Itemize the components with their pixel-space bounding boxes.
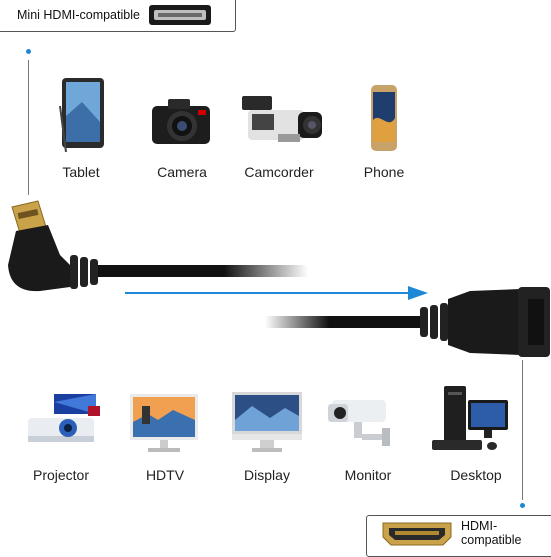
phone-label: Phone (363, 164, 405, 180)
tablet-label: Tablet (62, 164, 100, 180)
hdmi-port-icon (381, 521, 453, 547)
mini-hdmi-port-icon (148, 4, 212, 26)
top-dot (26, 49, 31, 54)
bottom-guide-line (522, 360, 523, 500)
hdmi-label: HDMI-compatible (461, 519, 522, 547)
hdtv-label: HDTV (145, 467, 185, 483)
display-icon (230, 390, 304, 456)
top-guide-line (28, 60, 29, 195)
desktop-label: Desktop (450, 467, 502, 483)
desktop-icon (428, 382, 512, 456)
projector-icon (24, 392, 104, 448)
camcorder-icon (238, 94, 328, 150)
tablet-icon (58, 76, 108, 154)
hdtv-icon (128, 392, 200, 454)
bottom-dot (520, 503, 525, 508)
camcorder-label: Camcorder (244, 164, 314, 180)
camera-icon (150, 96, 212, 148)
hdmi-tag: HDMI-compatible (366, 515, 551, 557)
camera-label: Camera (157, 164, 207, 180)
mini-hdmi-tag: Mini HDMI-compatible (0, 0, 236, 32)
display-label: Display (244, 467, 290, 483)
monitor-label: Monitor (344, 467, 392, 483)
monitor-icon (322, 392, 392, 452)
projector-label: Projector (32, 467, 90, 483)
phone-icon (370, 84, 398, 152)
cable-graphic (0, 195, 551, 360)
mini-hdmi-label: Mini HDMI-compatible (17, 8, 140, 22)
